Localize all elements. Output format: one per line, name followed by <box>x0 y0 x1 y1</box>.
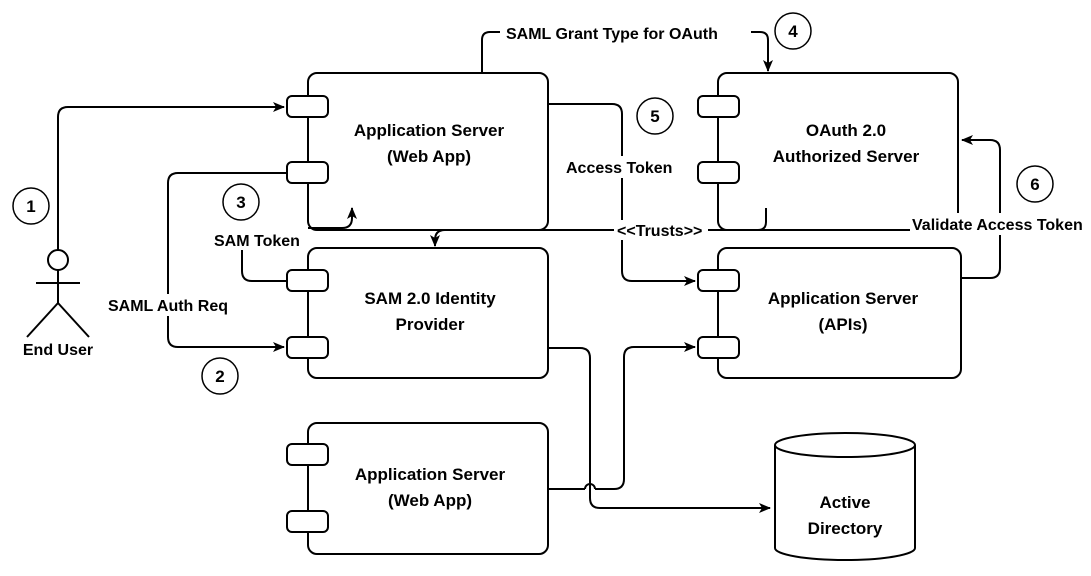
actor-label: End User <box>23 342 93 359</box>
component-title: Application Server <box>768 289 919 308</box>
connector-idp-to-directory <box>548 347 771 513</box>
component-subtitle: (Web App) <box>387 147 471 166</box>
component-web-app-bottom: Application Server (Web App) <box>286 422 549 555</box>
component-subtitle: (APIs) <box>818 315 867 334</box>
component-title: SAM 2.0 Identity <box>364 289 496 308</box>
svg-text:3: 3 <box>236 193 245 212</box>
label-saml-auth-req: SAML Auth Req <box>108 298 228 315</box>
component-title: OAuth 2.0 <box>806 121 886 140</box>
label-trusts: <<Trusts>> <box>617 223 702 240</box>
database-icon <box>774 432 916 458</box>
connector-saml-grant <box>481 31 500 73</box>
connector-sam-token <box>308 207 357 229</box>
connector-sam-token-source <box>241 250 287 282</box>
svg-text:1: 1 <box>26 197 35 216</box>
line-jump <box>584 483 596 490</box>
label-validate-token: Validate Access Token <box>912 217 1083 234</box>
port-icon <box>697 269 740 292</box>
svg-text:2: 2 <box>215 367 224 386</box>
port-icon <box>286 510 329 533</box>
database-active-directory: Active Directory <box>774 432 916 561</box>
svg-text:5: 5 <box>650 107 659 126</box>
connector-trusts <box>708 208 767 231</box>
connectors <box>57 31 1001 513</box>
port-icon <box>697 336 740 359</box>
component-title: Application Server <box>354 121 505 140</box>
step-marker-4: 4 <box>774 12 812 50</box>
connector-saml-grant-arrow <box>751 31 773 72</box>
connector-trusts-arrow <box>430 229 614 247</box>
port-icon <box>286 269 329 292</box>
component-title: Active <box>819 493 870 512</box>
connector-saml-auth-req <box>167 172 287 352</box>
svg-text:6: 6 <box>1030 175 1039 194</box>
component-title: Application Server <box>355 465 506 484</box>
connector-access-token <box>548 103 696 286</box>
actor-end-user: End User <box>23 249 93 359</box>
connector-validate-token <box>961 135 1001 279</box>
port-icon <box>286 161 329 184</box>
label-access-token: Access Token <box>566 160 672 177</box>
port-icon <box>286 336 329 359</box>
port-icon <box>697 95 740 118</box>
label-saml-grant: SAML Grant Type for OAuth <box>506 26 718 43</box>
port-icon <box>286 443 329 466</box>
step-marker-2: 2 <box>201 357 239 395</box>
port-icon <box>697 161 740 184</box>
user-icon <box>26 249 90 338</box>
component-subtitle: Directory <box>808 519 883 538</box>
svg-text:4: 4 <box>788 22 798 41</box>
component-identity-provider: SAM 2.0 Identity Provider <box>286 247 549 379</box>
label-sam-token: SAM Token <box>214 233 300 250</box>
connector-webapp-to-api <box>548 347 695 490</box>
component-subtitle: (Web App) <box>388 491 472 510</box>
step-marker-3: 3 <box>222 183 260 221</box>
component-subtitle: Provider <box>396 315 465 334</box>
component-web-app-top: Application Server (Web App) <box>286 72 549 231</box>
step-marker-1: 1 <box>12 187 50 225</box>
connector-user-to-webapp <box>57 102 285 250</box>
component-subtitle: Authorized Server <box>773 147 920 166</box>
step-marker-5: 5 <box>636 97 674 135</box>
component-api-server: Application Server (APIs) <box>697 247 962 379</box>
port-icon <box>286 95 329 118</box>
step-marker-6: 6 <box>1016 165 1054 203</box>
component-oauth-server: OAuth 2.0 Authorized Server <box>697 72 959 231</box>
